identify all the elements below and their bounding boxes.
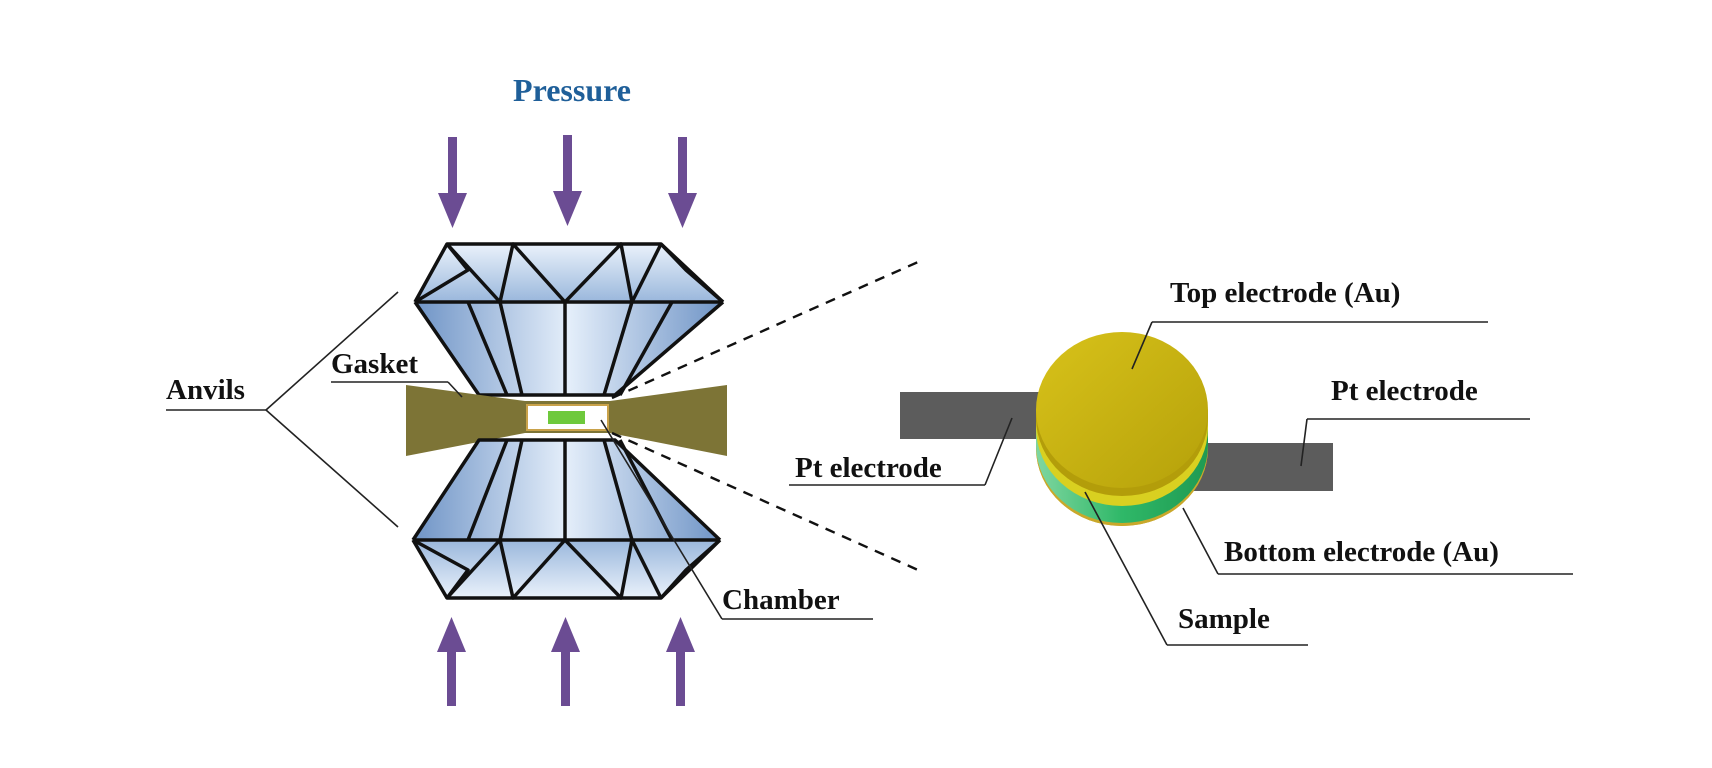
disc-stack [1036, 332, 1208, 526]
anvils-label: Anvils [166, 374, 245, 406]
chamber-label: Chamber [722, 584, 840, 616]
top-electrode-disc [1036, 332, 1208, 488]
anvils-label-group: Anvils [166, 291, 399, 528]
sample-label-group: Sample [1084, 491, 1308, 646]
arrow-down-icon [668, 137, 697, 228]
electrode-assembly [900, 332, 1333, 526]
arrow-up-icon [666, 617, 695, 706]
bottom-electrode-label-group: Bottom electrode (Au) [1182, 507, 1573, 575]
gasket-label: Gasket [331, 348, 418, 380]
pressure-arrows-top [438, 135, 697, 228]
arrow-up-icon [551, 617, 580, 706]
top-electrode-label: Top electrode (Au) [1170, 277, 1400, 309]
zoom-lines [611, 260, 919, 572]
chamber [526, 404, 609, 431]
top-anvil [413, 242, 725, 397]
top-electrode-label-group: Top electrode (Au) [1131, 277, 1488, 370]
pt-electrode-left-label-group: Pt electrode [789, 417, 1013, 486]
pt-electrode-right-label-group: Pt electrode [1300, 375, 1530, 467]
pressure-title: Pressure [513, 72, 631, 108]
arrow-down-icon [553, 135, 582, 226]
pt-electrode-left-bar [900, 392, 1060, 439]
pt-electrode-right-label: Pt electrode [1331, 375, 1478, 407]
chamber-label-group: Chamber [600, 419, 873, 620]
pressure-arrows-bottom [437, 617, 695, 706]
bottom-electrode-label: Bottom electrode (Au) [1224, 536, 1499, 568]
gasket-label-group: Gasket [331, 348, 463, 398]
pt-electrode-left-label: Pt electrode [795, 452, 942, 484]
arrow-down-icon [438, 137, 467, 228]
bottom-anvil [411, 438, 722, 600]
arrow-up-icon [437, 617, 466, 706]
sample-label: Sample [1178, 603, 1270, 635]
